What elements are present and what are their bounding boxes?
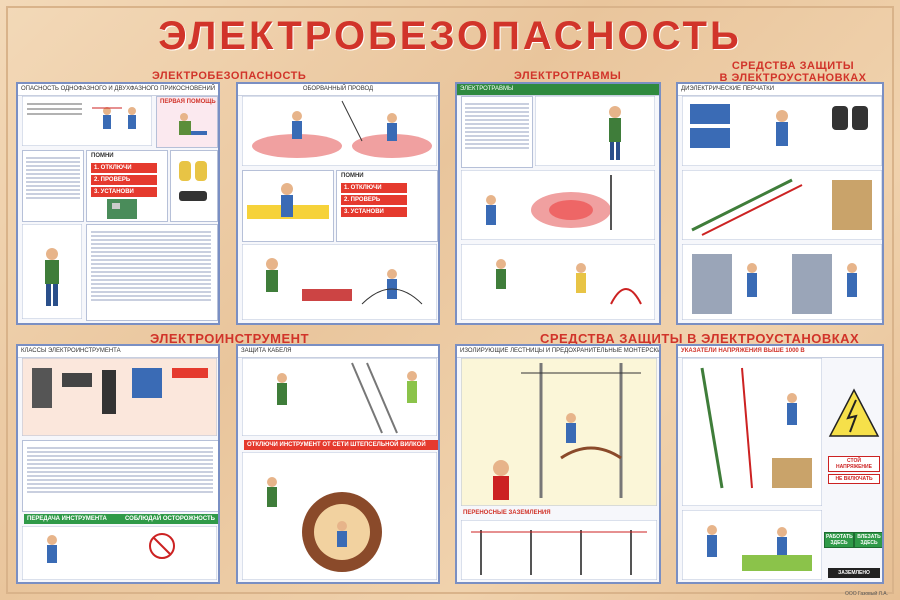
remember-steps: ПОМНИ 1. ОТКЛЮЧИ 2. ПРОВЕРЬ 3. УСТАНОВИ (336, 170, 438, 242)
panel-header: ДИЭЛЕКТРИЧЕСКИЕ ПЕРЧАТКИ (678, 84, 882, 96)
section-title-electrosafety: ЭЛЕКТРОБЕЗОПАСНОСТЬ (152, 70, 307, 82)
text-block (86, 224, 218, 321)
table-block (461, 96, 533, 168)
workers-scene (682, 510, 822, 580)
sign-grounded: ЗАЗЕМЛЕНО (828, 568, 880, 578)
worker-figure (22, 224, 82, 319)
fence-figure (247, 183, 329, 219)
first-aid-block: ПЕРВАЯ ПОМОЩЬ (156, 96, 218, 148)
remember-block (242, 170, 334, 242)
sign-work-here: РАБОТАТЬ ЗДЕСЬ (824, 532, 854, 548)
table-block (22, 150, 84, 222)
gloves-boots-scene (682, 96, 882, 166)
publisher-footer: ООО Газовый Л.А. (844, 591, 888, 597)
grounding-equipment-scene (461, 520, 657, 580)
poster-title: ЭЛЕКТРОБЕЗОПАСНОСТЬ (158, 14, 742, 58)
step-1: 1. ОТКЛЮЧИ (91, 163, 157, 173)
step-2: 2. ПРОВЕРЬ (91, 175, 157, 185)
tools-scene (22, 358, 217, 436)
rods-scene (682, 170, 882, 240)
injury-scene (535, 96, 655, 166)
panel-protection: ДИЭЛЕКТРИЧЕСКИЕ ПЕРЧАТКИ (676, 82, 884, 325)
transfer-tools-label: ПЕРЕДАЧА ИНСТРУМЕНТА (24, 514, 124, 524)
panel-voltage-indicators: УКАЗАТЕЛИ НАПРЯЖЕНИЯ ВЫШЕ 1000 В СТОЙ НА… (676, 344, 884, 584)
panel-broken-wire: ОБОРВАННЫЙ ПРОВОД ПОМНИ 1. ОТКЛЮЧИ 2. ПР… (236, 82, 440, 325)
panel-tools: КЛАССЫ ЭЛЕКТРОИНСТРУМЕНТА ПЕРЕДАЧА ИНСТР… (16, 344, 220, 584)
tank-scene (242, 452, 437, 580)
broken-wire-scene (242, 96, 437, 166)
step-3: 3. УСТАНОВИ (341, 207, 407, 217)
section-title-protection: СРЕДСТВА ЗАЩИТЫ В ЭЛЕКТРОУСТАНОВКАХ (718, 60, 868, 84)
indicators-scene (682, 358, 822, 506)
switchboard-figure (107, 199, 137, 219)
section-title-protection-line1: СРЕДСТВА ЗАЩИТЫ (731, 60, 855, 72)
section-title-injuries: ЭЛЕКТРОТРАВМЫ (514, 70, 622, 82)
panel-header: ОБОРВАННЫЙ ПРОВОД (238, 84, 438, 96)
section-title-tools: ЭЛЕКТРОИНСТРУМЕНТ (150, 331, 310, 346)
warning-triangle-icon (828, 388, 880, 437)
panel-header: УКАЗАТЕЛИ НАПРЯЖЕНИЯ ВЫШЕ 1000 В (678, 346, 882, 358)
pole-scene (461, 358, 657, 506)
panel-electrosafety: ОПАСНОСТЬ ОДНОФАЗНОГО И ДВУХФАЗНОГО ПРИК… (16, 82, 220, 325)
first-aid-label: ПЕРВАЯ ПОМОЩЬ (160, 99, 216, 105)
remember-label: ПОМНИ (341, 173, 364, 179)
step-1: 1. ОТКЛЮЧИ (341, 183, 407, 193)
step-3: 3. УСТАНОВИ (91, 187, 157, 197)
sign-climb-here: ВЛЕЗАТЬ ЗДЕСЬ (854, 532, 882, 548)
remember-block: ПОМНИ 1. ОТКЛЮЧИ 2. ПРОВЕРЬ 3. УСТАНОВИ (86, 150, 168, 222)
panel-header: ЗАЩИТА КАБЕЛЯ (238, 346, 438, 358)
panel-header: ЭЛЕКТРОТРАВМЫ (457, 84, 659, 96)
rescuer-figure (179, 113, 207, 135)
contact-diagram (22, 96, 152, 146)
switchgear-scene (682, 244, 882, 320)
tool-use-scene (22, 526, 217, 580)
portable-grounding-label: ПЕРЕНОСНЫЕ ЗАЗЕМЛЕНИЯ (463, 510, 551, 516)
ladder-scene (242, 358, 437, 436)
tool-rules-block (22, 440, 218, 512)
section-title-protection-installations: СРЕДСТВА ЗАЩИТЫ В ЭЛЕКТРОУСТАНОВКАХ (540, 331, 860, 346)
step-voltage-scene (461, 170, 655, 240)
panel-header: КЛАССЫ ЭЛЕКТРОИНСТРУМЕНТА (18, 346, 218, 358)
remember-label: ПОМНИ (91, 153, 114, 159)
panel-ladders: ИЗОЛИРУЮЩИЕ ЛЕСТНИЦЫ И ПРЕДОХРАНИТЕЛЬНЫЕ… (455, 344, 661, 584)
panel-header: ОПАСНОСТЬ ОДНОФАЗНОГО И ДВУХФАЗНОГО ПРИК… (18, 84, 218, 96)
panel-header: ИЗОЛИРУЮЩИЕ ЛЕСТНИЦЫ И ПРЕДОХРАНИТЕЛЬНЫЕ… (457, 346, 659, 358)
panel-tool-safety: ЗАЩИТА КАБЕЛЯ ОТКЛЮЧИ ИНСТРУМЕНТ ОТ СЕТИ… (236, 344, 440, 584)
step-2: 2. ПРОВЕРЬ (341, 195, 407, 205)
unplug-label: ОТКЛЮЧИ ИНСТРУМЕНТ ОТ СЕТИ ШТЕПСЕЛЬНОЙ В… (244, 440, 438, 450)
sign-do-not-switch: НЕ ВКЛЮЧАТЬ (828, 474, 880, 484)
gloves-figure (179, 161, 207, 201)
gloves-block (170, 150, 218, 222)
sign-stop-voltage: СТОЙ НАПРЯЖЕНИЕ (828, 456, 880, 472)
panel-injuries: ЭЛЕКТРОТРАВМЫ (455, 82, 661, 325)
poster-frame (6, 6, 894, 594)
section-title-protection-line2: В ЭЛЕКТРОУСТАНОВКАХ (719, 72, 867, 84)
caution-label: СОБЛЮДАЙ ОСТОРОЖНОСТЬ (122, 514, 218, 524)
grounding-scene (242, 244, 437, 320)
rescue-scene (461, 244, 655, 320)
